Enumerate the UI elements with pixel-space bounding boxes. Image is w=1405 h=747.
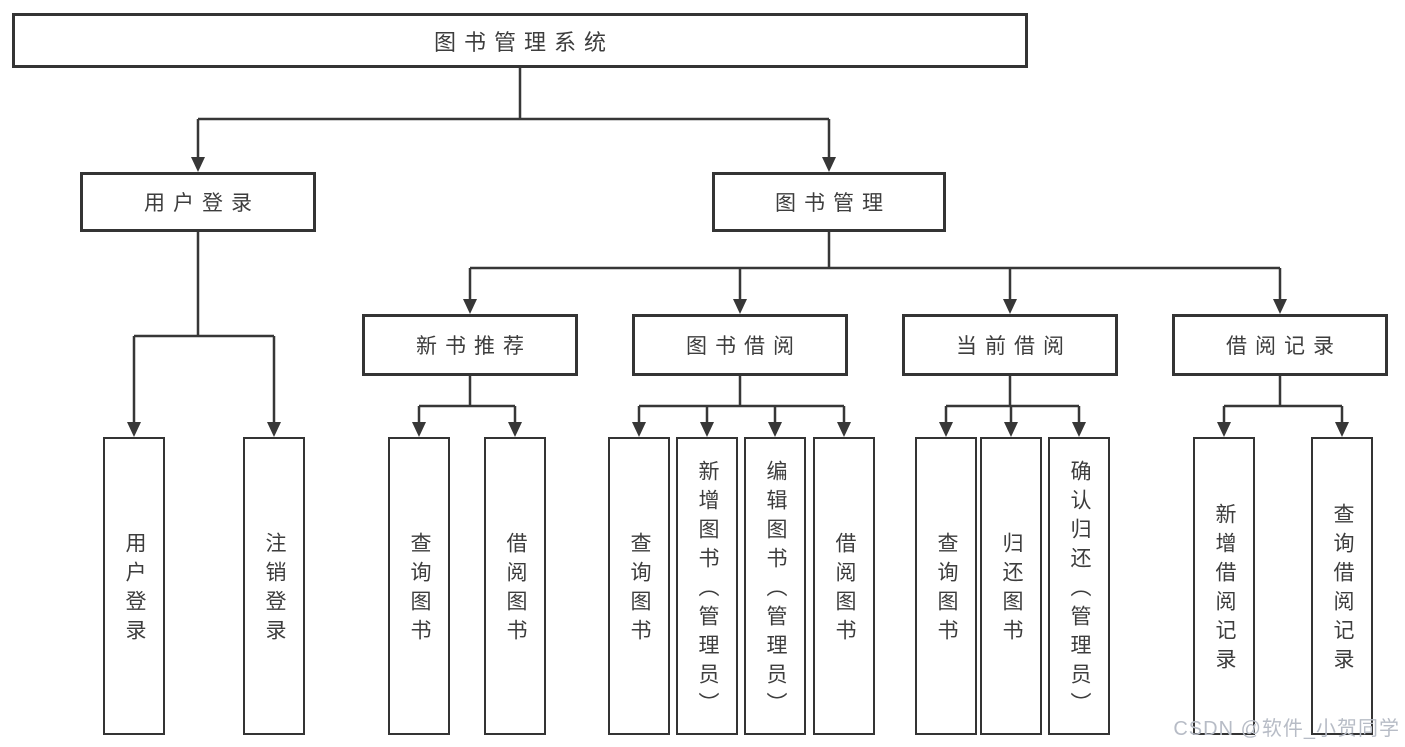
node-book-borrowing: 图书借阅 (632, 314, 848, 376)
leaf-recommend-borrow-books-label: 借阅图书 (504, 532, 527, 648)
node-new-book-recommend: 新书推荐 (362, 314, 578, 376)
leaf-query-borrow-record: 查询借阅记录 (1311, 437, 1373, 735)
leaf-confirm-return-admin: 确认归还（管理员） (1048, 437, 1110, 735)
leaf-return-books-label: 归还图书 (1000, 532, 1023, 648)
leaf-logout: 注销登录 (243, 437, 305, 735)
node-borrowing-records: 借阅记录 (1172, 314, 1388, 376)
leaf-logout-label: 注销登录 (263, 532, 286, 648)
leaf-borrow-books: 借阅图书 (813, 437, 875, 735)
leaf-add-borrow-record: 新增借阅记录 (1193, 437, 1255, 735)
leaf-edit-book-admin: 编辑图书（管理员） (744, 437, 806, 735)
node-book-borrowing-label: 图书借阅 (686, 335, 802, 358)
leaf-current-query-books-label: 查询图书 (935, 532, 958, 648)
leaf-user-login: 用户登录 (103, 437, 165, 735)
node-root-label: 图书管理系统 (433, 29, 614, 55)
leaf-borrow-query-books: 查询图书 (608, 437, 670, 735)
leaf-add-borrow-record-label: 新增借阅记录 (1213, 503, 1236, 677)
leaf-recommend-query-books-label: 查询图书 (408, 532, 431, 648)
watermark: CSDN @软件_小贺同学 (1173, 718, 1400, 740)
leaf-user-login-label: 用户登录 (123, 532, 146, 648)
node-new-book-recommend-label: 新书推荐 (416, 335, 532, 358)
leaf-borrow-books-label: 借阅图书 (833, 532, 856, 648)
leaf-confirm-return-admin-label: 确认归还（管理员） (1068, 459, 1091, 721)
node-book-management: 图书管理 (712, 172, 946, 232)
leaf-add-book-admin-label: 新增图书（管理员） (696, 459, 719, 721)
node-user-login: 用户登录 (80, 172, 316, 232)
leaf-add-book-admin: 新增图书（管理员） (676, 437, 738, 735)
node-current-borrowing-label: 当前借阅 (956, 335, 1072, 358)
leaf-return-books: 归还图书 (980, 437, 1042, 735)
node-current-borrowing: 当前借阅 (902, 314, 1118, 376)
leaf-edit-book-admin-label: 编辑图书（管理员） (764, 459, 787, 721)
node-root: 图书管理系统 (12, 13, 1028, 68)
node-book-management-label: 图书管理 (775, 192, 891, 215)
node-user-login-label: 用户登录 (144, 192, 260, 215)
leaf-recommend-query-books: 查询图书 (388, 437, 450, 735)
leaf-current-query-books: 查询图书 (915, 437, 977, 735)
leaf-recommend-borrow-books: 借阅图书 (484, 437, 546, 735)
node-borrowing-records-label: 借阅记录 (1226, 335, 1342, 358)
leaf-query-borrow-record-label: 查询借阅记录 (1331, 503, 1354, 677)
leaf-borrow-query-books-label: 查询图书 (628, 532, 651, 648)
